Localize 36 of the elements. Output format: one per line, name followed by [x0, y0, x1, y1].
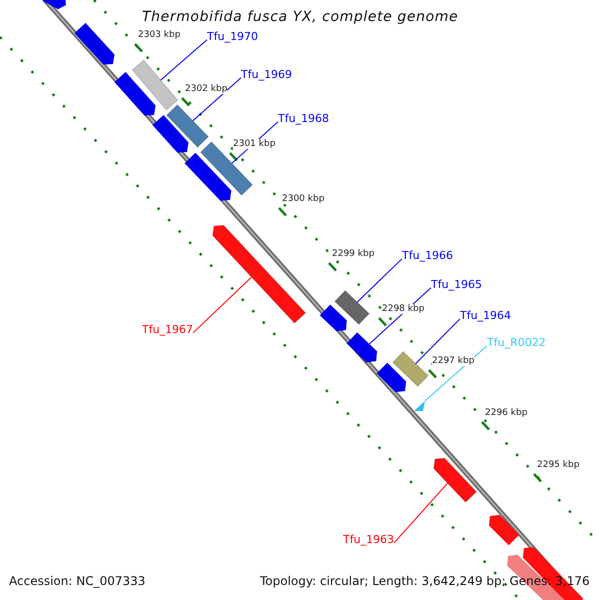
title: Thermobifida fusca YX, complete genome: [142, 9, 458, 26]
leader-line: [394, 482, 448, 544]
tick-label: 2296 kbp: [485, 408, 528, 418]
gene-label: Tfu_1968: [278, 113, 330, 126]
leader-line: [424, 345, 488, 402]
gene-label: Tfu_1967: [142, 324, 194, 337]
tick-label: 2298 kbp: [382, 304, 424, 314]
gene-block: [433, 458, 478, 503]
tick-label: 2301 kbp: [233, 139, 276, 150]
gene-block: [166, 104, 210, 148]
tick-label: 2300 kbp: [282, 194, 324, 204]
gene-label: Tfu_1965: [431, 279, 482, 292]
gene-block: [212, 224, 306, 324]
leader-line: [160, 39, 208, 81]
gene-label: Tfu_1964: [460, 310, 512, 323]
leader-line: [192, 77, 242, 122]
gene-label: Tfu_1969: [241, 69, 292, 82]
footer-text: Accession: NC_007333: [9, 575, 146, 589]
gene-block: [334, 290, 370, 326]
gene-label: Tfu_1970: [207, 31, 258, 44]
gene-label: Tfu_R0022: [487, 337, 546, 350]
tick-label: 2302 kbp: [185, 84, 228, 94]
gene-label: Tfu_1966: [402, 250, 454, 263]
tick-label: 2299 kbp: [332, 249, 374, 260]
leader-line: [356, 258, 402, 303]
gene-label: Tfu_1963: [343, 534, 394, 547]
trna-marker: [414, 401, 425, 411]
gene-block: [346, 332, 378, 363]
gene-block: [132, 59, 178, 111]
tick-label: 2297 kbp: [432, 356, 474, 366]
gene-block: [392, 350, 429, 388]
leader-line: [415, 318, 460, 364]
tick-label: 2295 kbp: [537, 460, 580, 470]
gene-block: [200, 141, 254, 196]
leader-line: [192, 276, 252, 334]
tick-label: 2303 kbp: [138, 30, 180, 40]
